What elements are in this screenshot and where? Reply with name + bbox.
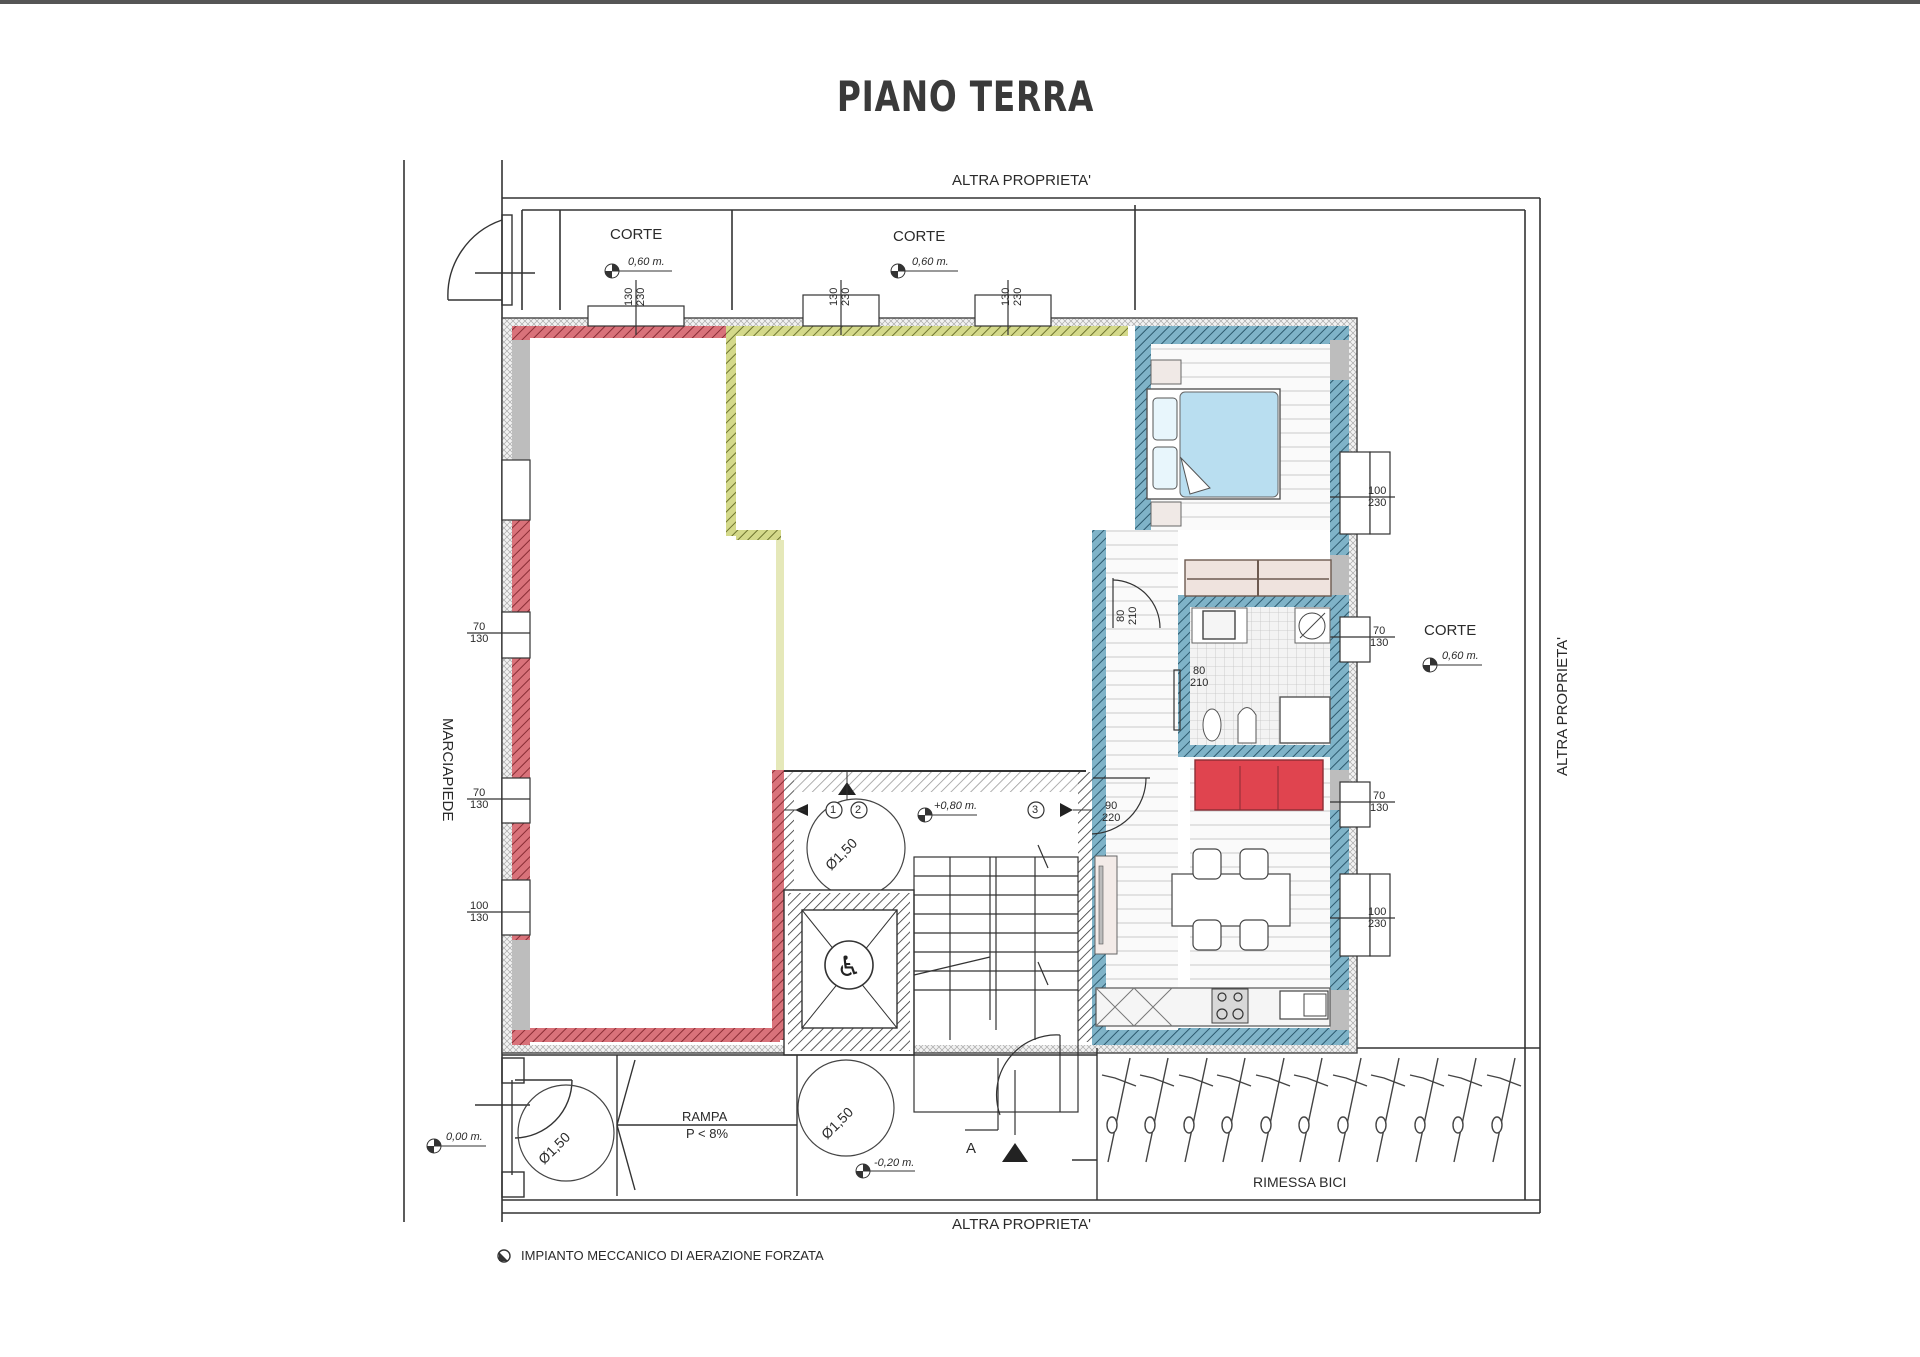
label-top-neighbor: ALTRA PROPRIETA' [952, 172, 1092, 189]
label-ramp-slope: P < 8% [686, 1126, 729, 1141]
legend: IMPIANTO MECCANICO DI AERAZIONE FORZATA [497, 1248, 824, 1263]
label-courtyard-2: CORTE [893, 228, 946, 245]
elevation-courtyard-2: 0,60 m. [912, 256, 949, 268]
label-sidewalk: MARCIAPIEDE [439, 718, 456, 822]
label-bike-storage: RIMESSA BICI [1253, 1174, 1347, 1190]
label-courtyard-1: CORTE [610, 226, 663, 243]
wheelchair-icon: ♿ [836, 950, 861, 983]
section-arrow-icon [1002, 1143, 1028, 1162]
legend-text: IMPIANTO MECCANICO DI AERAZIONE FORZATA [521, 1248, 824, 1263]
top-border [0, 0, 1920, 4]
elevation-courtyard-right: 0,60 m. [1442, 650, 1479, 662]
unit-marker-3: 3 [1032, 804, 1039, 816]
label-section-marker: A [966, 1140, 977, 1157]
ventilation-icon [497, 1248, 511, 1263]
page-title: PIANO TERRA [836, 72, 1095, 121]
unit-marker-2: 2 [855, 804, 862, 816]
label-right-neighbor: ALTRA PROPRIETA' [1554, 636, 1571, 776]
unit-marker-1: 1 [830, 804, 837, 816]
elevation-landing: +0,80 m. [934, 800, 978, 812]
elevation-street: 0,00 m. [446, 1131, 483, 1143]
label-bottom-neighbor: ALTRA PROPRIETA' [952, 1216, 1092, 1233]
elevation-courtyard-1: 0,60 m. [628, 256, 665, 268]
label-courtyard-right: CORTE [1424, 622, 1477, 639]
label-ramp: RAMPA [682, 1109, 728, 1124]
elevation-entry: -0,20 m. [874, 1157, 915, 1169]
